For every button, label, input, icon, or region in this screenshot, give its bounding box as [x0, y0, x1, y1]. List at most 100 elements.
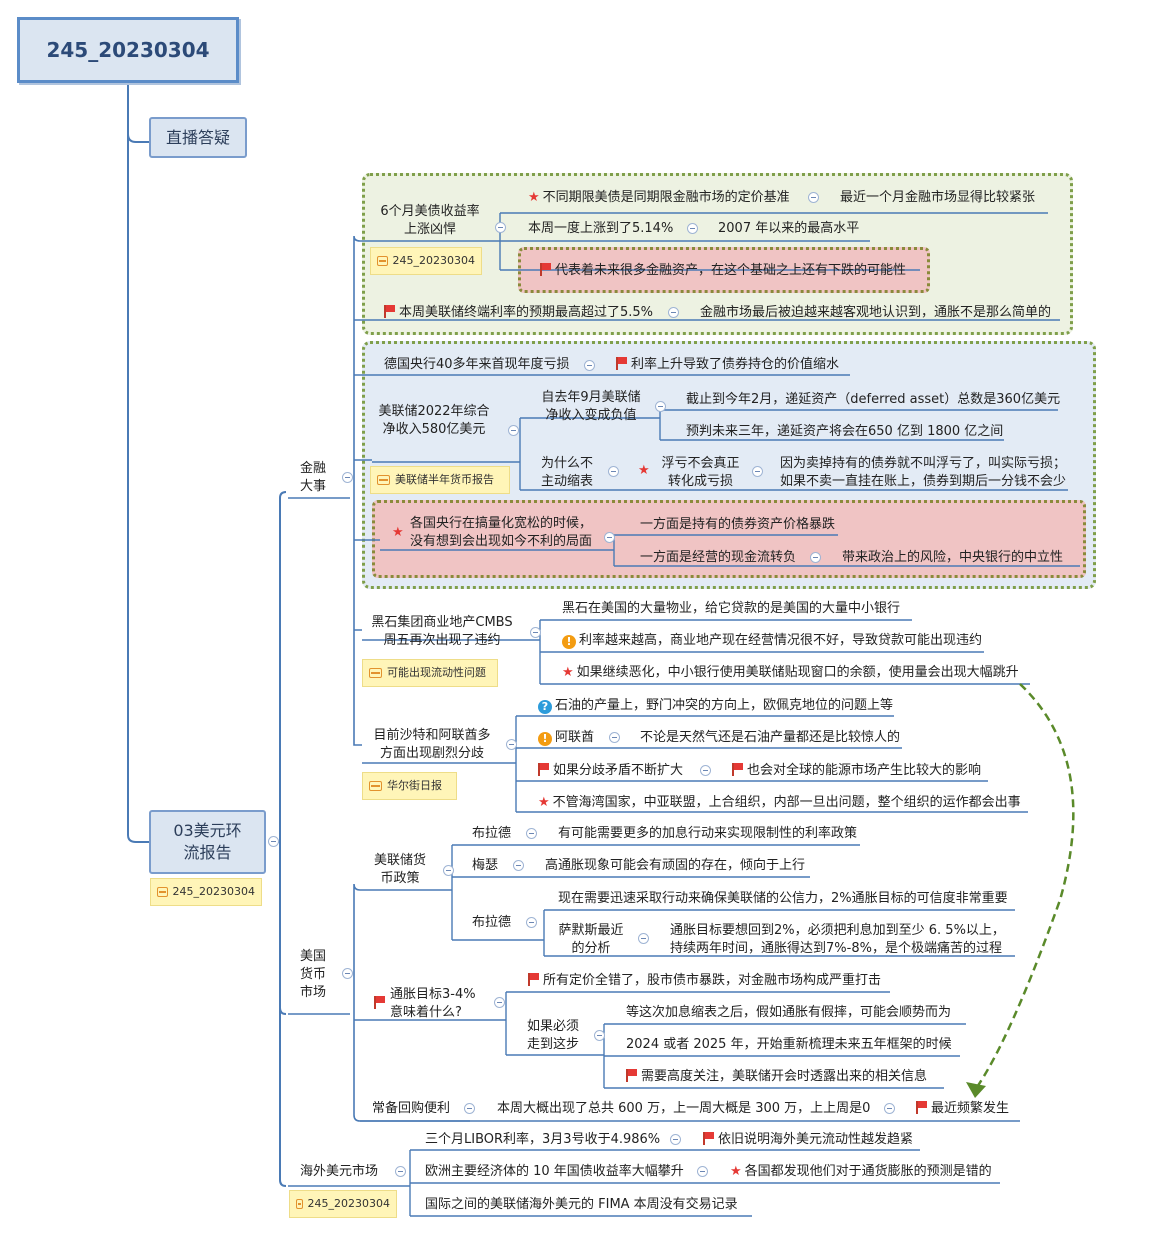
flag-icon [616, 357, 627, 370]
cre-default-risk[interactable]: !利率越来越高，商业地产现在经营情况很不好，导致贷款可能出现违约 [562, 632, 982, 650]
bullard-2[interactable]: 布拉德 [472, 915, 512, 930]
collapse-icon[interactable] [810, 552, 821, 563]
pricing-wrong[interactable]: 所有定价全错了，股市债市暴跌，对金融市场构成严重打击 [528, 972, 881, 990]
group-finance[interactable]: 金融大事 [299, 461, 326, 494]
deferred-asset-total[interactable]: 截止到今年2月，递延资产（deferred asset）总数是360亿美元 [686, 392, 1061, 407]
collapse-icon[interactable] [495, 222, 506, 233]
qe-unexpected[interactable]: ★各国央行在搞量化宽松的时候，没有想到会出现如今不利的局面 [392, 515, 592, 551]
group-monetary[interactable]: 美国货币市场 [299, 949, 326, 1000]
topic-saudi-uae[interactable]: 目前沙特和阿联酋多方面出现剧烈分歧 [373, 728, 491, 761]
collapse-icon[interactable] [687, 223, 698, 234]
collapse-icon[interactable] [342, 472, 353, 483]
collapse-icon[interactable] [526, 828, 537, 839]
topic-blackrock-cmbs[interactable]: 黑石集团商业地产CMBS周五再次出现了违约 [371, 615, 513, 648]
topic-fed-income[interactable]: 美联储2022年综合净收入580亿美元 [378, 404, 490, 437]
summers-view[interactable]: 通胀目标要想回到2%，必须把利息加到至少 6. 5%以上，持续两年时间，通胀得达… [670, 923, 1005, 956]
topic-6m-yield[interactable]: 6个月美债收益率上涨凶悍 [380, 204, 480, 237]
flag-icon [732, 763, 743, 776]
topic-inflation-target[interactable]: 通胀目标3-4%意味着什么? [374, 986, 484, 1022]
after-qt[interactable]: 等这次加息缩表之后，假如通胀有假摔，可能会顺势而为 [626, 1005, 952, 1020]
bundesbank-loss[interactable]: 德国央行40多年来首现年度亏损 [384, 357, 570, 372]
mester[interactable]: 梅瑟 [472, 858, 499, 873]
collapse-icon[interactable] [530, 627, 541, 638]
collapse-icon[interactable] [395, 1166, 406, 1177]
collapse-icon[interactable] [808, 192, 819, 203]
deferred-asset-forecast[interactable]: 预判未来三年，递延资产将会在650 亿到 1800 亿之间 [686, 424, 1004, 439]
collapse-icon[interactable] [506, 739, 517, 750]
uae-production[interactable]: 不论是天然气还是石油产量都还是比较惊人的 [640, 730, 901, 745]
connector-line [362, 619, 1030, 685]
liquidity-tight[interactable]: 依旧说明海外美元流动性越发趋紧 [703, 1131, 913, 1149]
year-2024-2025[interactable]: 2024 或者 2025 年，开始重新梳理未来五年框架的时候 [626, 1037, 952, 1052]
collapse-icon[interactable] [464, 1103, 475, 1114]
collapse-icon[interactable] [594, 1030, 605, 1041]
bullard-2-view[interactable]: 现在需要迅速采取行动来确保美联储的公信力，2%通胀目标的可信度非常重要 [558, 891, 1008, 906]
bond-value-shrink[interactable]: 利率上升导致了债券持仓的价值缩水 [616, 356, 839, 374]
collapse-icon[interactable] [668, 307, 679, 318]
collapse-icon[interactable] [604, 532, 615, 543]
bond-price-crash[interactable]: 一方面是持有的债券资产价格暴跌 [640, 517, 836, 532]
collapse-icon[interactable] [697, 1166, 708, 1177]
collapse-icon[interactable] [655, 401, 666, 412]
if-must[interactable]: 如果必须走到这步 [526, 1019, 579, 1052]
uae[interactable]: !阿联酋 [538, 729, 594, 747]
connector-line [362, 715, 1028, 813]
collapse-icon[interactable] [513, 860, 524, 871]
node-text: 最近频繁发生 [931, 1101, 1010, 1116]
blackrock-lenders[interactable]: 黑石在美国的大量物业，给它贷款的是美国的大量中小银行 [562, 601, 901, 616]
connector-line [127, 133, 149, 143]
org-risk[interactable]: ★不管海湾国家，中亚联盟，上合组织，内部一旦出问题，整个组织的运作都会出事 [538, 794, 1021, 812]
asset-downside[interactable]: 代表着未来很多金融资产，在这个基础之上还有下跌的可能性 [540, 262, 906, 280]
bullard-1-view[interactable]: 有可能需要更多的加息行动来实现限制性的利率政策 [558, 826, 858, 841]
bond-hold-explain[interactable]: 因为卖掉持有的债券就不叫浮亏了，叫实际亏损；如果不卖一直挂在账上，债券到期后一分… [780, 456, 1067, 489]
collapse-icon[interactable] [638, 933, 649, 944]
fima-no-trade[interactable]: 国际之间的美联储海外美元的 FIMA 本周没有交易记录 [425, 1197, 738, 1212]
frequent-usage[interactable]: 最近频繁发生 [916, 1100, 1009, 1118]
inflation-not-simple[interactable]: 金融市场最后被迫越来越客观地认识到，通胀不是那么简单的 [700, 305, 1052, 320]
political-risk[interactable]: 带来政治上的风险，中央银行的中立性 [842, 550, 1064, 565]
market-tension[interactable]: 最近一个月金融市场显得比较紧张 [840, 190, 1036, 205]
inflation-forecast-wrong[interactable]: ★各国都发现他们对于通货膨胀的预测是错的 [730, 1163, 992, 1181]
fed-negative-income[interactable]: 自去年9月美联储净收入变成负值 [541, 390, 641, 423]
group-overseas[interactable]: 海外美元市场 [300, 1164, 379, 1179]
discount-window[interactable]: ★如果继续恶化，中小银行使用美联储贴现窗口的余额，使用量会出现大幅跳升 [562, 664, 1019, 682]
collapse-icon[interactable] [584, 360, 595, 371]
star-icon: ★ [562, 665, 574, 680]
collapse-icon[interactable] [670, 1134, 681, 1145]
paper-loss[interactable]: ★浮亏不会真正转化成亏损 [638, 455, 745, 491]
collapse-icon[interactable] [443, 865, 454, 876]
collapse-icon[interactable] [609, 732, 620, 743]
collapse-icon[interactable] [494, 997, 505, 1008]
collapse-icon[interactable] [752, 466, 763, 477]
collapse-icon[interactable] [884, 1103, 895, 1114]
collapse-icon[interactable] [526, 917, 537, 928]
why-no-qt[interactable]: 为什么不主动缩表 [540, 456, 593, 489]
repo-amounts[interactable]: 本周大概出现了总共 600 万，上一周大概是 300 万，上上周是0 [497, 1101, 871, 1116]
libor-rate[interactable]: 三个月LIBOR利率，3月3号收于4.986% [425, 1132, 661, 1147]
topic-fed-policy[interactable]: 美联储货币政策 [373, 853, 426, 886]
node-text: 各国央行在搞量化宽松的时候，没有想到会出现如今不利的局面 [410, 516, 593, 549]
yield-benchmark[interactable]: ★不同期限美债是同期限金融市场的定价基准 [528, 189, 790, 207]
watch-fed-meeting[interactable]: 需要高度关注，美联储开会时透露出来的相关信息 [626, 1068, 927, 1086]
oil-disputes[interactable]: ?石油的产量上，野门冲突的方向上，欧佩克地位的问题上等 [538, 697, 893, 715]
bullard-1[interactable]: 布拉德 [472, 826, 512, 841]
summers-analysis[interactable]: 萨默斯最近的分析 [558, 923, 624, 956]
topic-repo-facility[interactable]: 常备回购便利 [372, 1101, 451, 1116]
fed-terminal-rate[interactable]: 本周美联储终端利率的预期最高超过了5.5% [384, 304, 653, 322]
collapse-icon[interactable] [268, 836, 279, 847]
cash-flow-negative[interactable]: 一方面是经营的现金流转负 [640, 550, 797, 565]
since-2007[interactable]: 2007 年以来的最高水平 [718, 221, 860, 236]
energy-impact[interactable]: 也会对全球的能源市场产生比较大的影响 [732, 762, 981, 780]
topic-dollar-report[interactable]: 03美元环流报告 [149, 810, 266, 874]
topic-live-qa[interactable]: 直播答疑 [149, 117, 247, 158]
divergence-expand[interactable]: 如果分歧矛盾不断扩大 [538, 762, 683, 780]
root-title[interactable]: 245_20230304 [17, 17, 239, 83]
collapse-icon[interactable] [608, 466, 619, 477]
note-tag: 美联储半年货币报告 [370, 466, 510, 494]
collapse-icon[interactable] [342, 968, 353, 979]
collapse-icon[interactable] [700, 765, 711, 776]
eu-bond-yields[interactable]: 欧洲主要经济体的 10 年国债收益率大幅攀升 [425, 1164, 684, 1179]
mester-view[interactable]: 高通胀现象可能会有顽固的存在，倾向于上行 [545, 858, 806, 873]
yield-high[interactable]: 本周一度上涨到了5.14% [528, 221, 674, 236]
collapse-icon[interactable] [508, 425, 519, 436]
